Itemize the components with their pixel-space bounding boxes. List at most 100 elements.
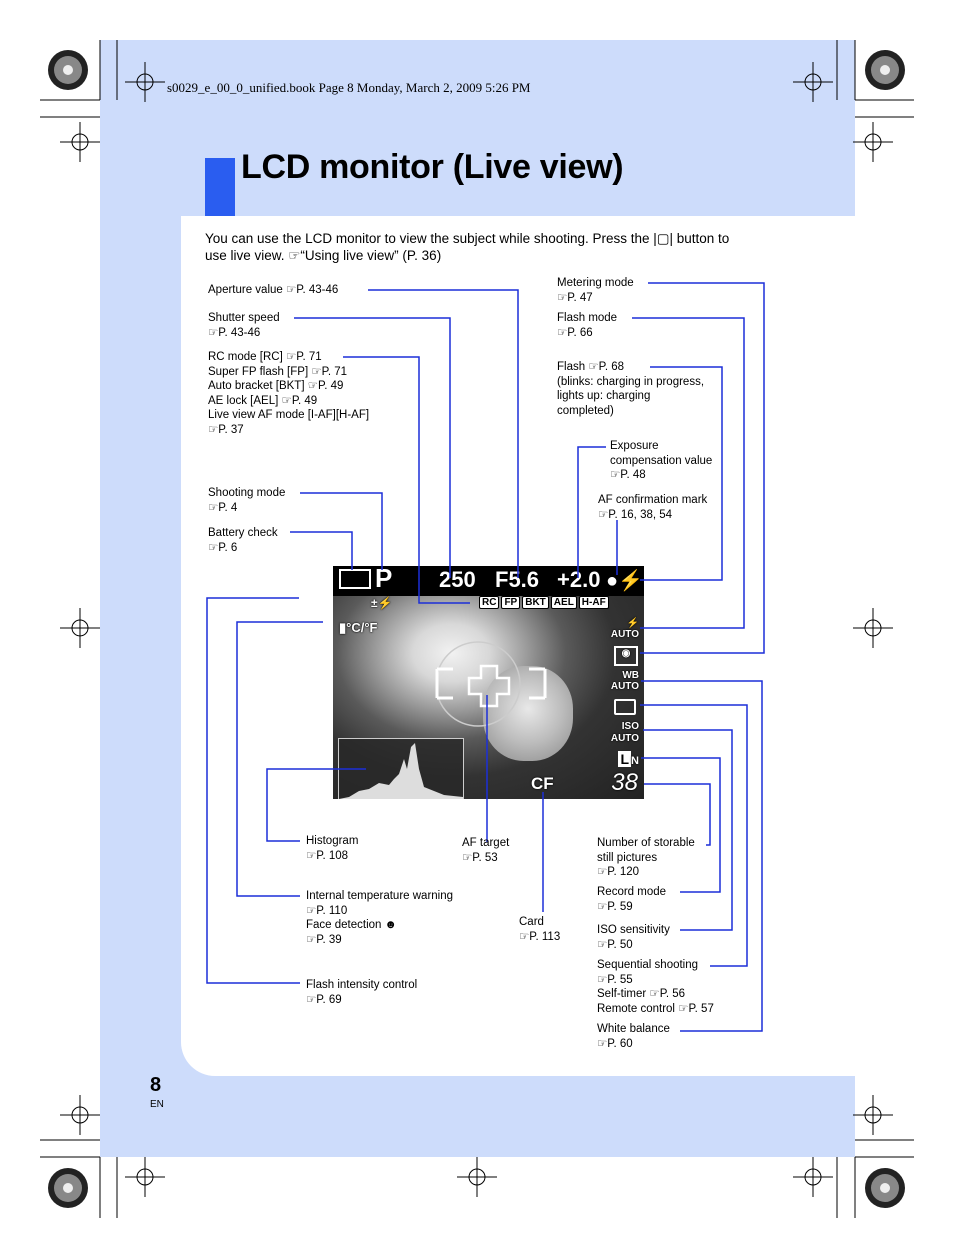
label-card: Card ☞P. 113 [519, 915, 560, 944]
label-shooting-mode: Shooting mode ☞P. 4 [208, 486, 285, 515]
label-battery-line-2: ☞P. 6 [208, 541, 238, 554]
label-sequential-shooting: Sequential shooting ☞P. 55 Self-timer ☞P… [597, 958, 714, 1016]
histogram-graph [339, 743, 463, 799]
lcd-flash-auto: AUTO [610, 629, 639, 640]
label-seq-line-2: ☞P. 55 [597, 973, 633, 986]
label-flash-line-1: Flash ☞P. 68 [557, 361, 624, 373]
lcd-card: CF [531, 774, 554, 793]
label-card-line-2: ☞P. 113 [519, 930, 561, 943]
label-rc-mode: RC mode [RC] ☞P. 71 Super FP flash [FP] … [208, 350, 369, 438]
label-flash-line-2: (blinks: charging in progress, [557, 375, 705, 388]
lcd-iso-label: ISO [621, 721, 639, 732]
book-meta: s0029_e_00_0_unified.book Page 8 Monday,… [167, 80, 531, 95]
label-rc-line-5: Live view AF mode [I-AF][H-AF] [208, 409, 370, 422]
label-seq-line-1: Sequential shooting [597, 959, 699, 971]
label-record-line-2: ☞P. 59 [597, 900, 633, 913]
lcd-wb-auto: AUTO [610, 681, 639, 692]
label-white-balance: White balance ☞P. 60 [597, 1022, 670, 1051]
label-rc-line-1: RC mode [RC] ☞P. 71 [208, 351, 322, 363]
lcd-aperture: F5.6 [495, 567, 540, 592]
badge-ael: AEL [550, 596, 577, 609]
intro-text: You can use the LCD monitor to view the … [205, 230, 785, 264]
lcd-temp-label: °C/°F [346, 620, 378, 635]
label-card-line-1: Card [519, 916, 544, 928]
label-histogram-line-2: ☞P. 108 [306, 849, 349, 862]
label-flash-intensity: Flash intensity control ☞P. 69 [306, 978, 417, 1007]
lcd-flash-comp-icon: ±⚡ [371, 596, 393, 610]
label-exposure-line-1: Exposure [610, 440, 659, 452]
lcd-shutter-speed: 250 [439, 567, 476, 592]
label-metering-mode: Metering mode ☞P. 47 [557, 276, 634, 305]
label-shutter-speed: Shutter speed ☞P. 43-46 [208, 311, 280, 340]
lcd-temp-warning: ▮°C/°F [339, 620, 378, 636]
label-temp-line-4: ☞P. 39 [306, 933, 342, 946]
label-flashint-line-1: Flash intensity control [306, 979, 418, 991]
label-storable-pictures: Number of storable still pictures ☞P. 12… [597, 836, 695, 880]
label-shooting-line-2: ☞P. 4 [208, 501, 238, 514]
label-rc-line-6: ☞P. 37 [208, 423, 244, 436]
lcd-wb: WB [622, 670, 639, 681]
label-storable-line-2: still pictures [597, 851, 658, 864]
label-temp-line-1: Internal temperature warning [306, 890, 454, 902]
label-wb-line-1: White balance [597, 1023, 670, 1035]
label-temp-line-3: Face detection ☻ [306, 919, 397, 932]
intro-line-2: use live view. ☞“Using live view” (P. 36… [205, 248, 442, 263]
badge-fp: FP [501, 596, 521, 609]
af-confirm-icon: ●⚡ [606, 570, 643, 592]
label-rc-line-4: AE lock [AEL] ☞P. 49 [208, 394, 318, 407]
label-flashmode-line-2: ☞P. 66 [557, 326, 593, 339]
label-iso-sensitivity: ISO sensitivity ☞P. 50 [597, 923, 670, 952]
label-rc-line-2: Super FP flash [FP] ☞P. 71 [208, 365, 348, 378]
label-af-target: AF target ☞P. 53 [462, 836, 509, 865]
label-aftarget-line-2: ☞P. 53 [462, 851, 498, 864]
label-afconf-line-2: ☞P. 16, 38, 54 [598, 508, 673, 521]
label-flash: Flash ☞P. 68 (blinks: charging in progre… [557, 360, 704, 418]
label-histogram: Histogram ☞P. 108 [306, 834, 358, 863]
label-flash-line-3: lights up: charging [557, 390, 651, 403]
label-temp-line-2: ☞P. 110 [306, 904, 348, 917]
label-seq-line-3: Self-timer ☞P. 56 [597, 988, 686, 1001]
page-language: EN [150, 1099, 164, 1110]
drive-mode-icon [614, 699, 636, 715]
lcd-record-n: N [631, 755, 639, 767]
lcd-record-l: L [618, 751, 632, 767]
label-exposure-comp: Exposure compensation value ☞P. 48 [610, 439, 712, 483]
label-exposure-line-2: compensation value [610, 454, 713, 467]
label-aftarget-line-1: AF target [462, 837, 510, 849]
label-metering-line-1: Metering mode [557, 277, 634, 289]
intro-line-1: You can use the LCD monitor to view the … [205, 231, 730, 246]
metering-icon: ◉ [614, 646, 638, 666]
label-battery-line-1: Battery check [208, 527, 278, 539]
badge-bkt: BKT [522, 596, 549, 609]
badge-haf: H-AF [578, 596, 609, 609]
subject-face [483, 666, 573, 761]
thermometer-icon: ▮ [339, 620, 347, 635]
label-afconf-line-1: AF confirmation mark [598, 494, 708, 506]
label-flash-mode: Flash mode ☞P. 66 [557, 311, 617, 340]
label-shutter-line-1: Shutter speed [208, 312, 280, 324]
label-shutter-line-2: ☞P. 43-46 [208, 326, 261, 339]
label-rc-line-3: Auto bracket [BKT] ☞P. 49 [208, 380, 344, 393]
lcd-flash-mode: ⚡AUTO [611, 618, 639, 640]
label-aperture: Aperture value ☞P. 43-46 [208, 284, 339, 296]
label-storable-line-1: Number of storable [597, 837, 695, 849]
af-target-overlay [435, 641, 547, 727]
label-iso-line-2: ☞P. 50 [597, 938, 633, 951]
label-flashint-line-2: ☞P. 69 [306, 993, 342, 1006]
page-number: 8 [150, 1074, 162, 1096]
label-metering-line-2: ☞P. 47 [557, 291, 593, 304]
title-accent-bar [205, 158, 235, 216]
label-wb-line-2: ☞P. 60 [597, 1037, 633, 1050]
label-af-confirmation: AF confirmation mark ☞P. 16, 38, 54 [598, 493, 707, 522]
lcd-shooting-mode: P [375, 566, 393, 593]
label-histogram-line-1: Histogram [306, 835, 359, 847]
histogram [338, 738, 464, 799]
label-flashmode-line-1: Flash mode [557, 312, 618, 324]
lcd-iso-auto: AUTO [610, 733, 639, 744]
label-flash-line-4: completed) [557, 404, 614, 417]
